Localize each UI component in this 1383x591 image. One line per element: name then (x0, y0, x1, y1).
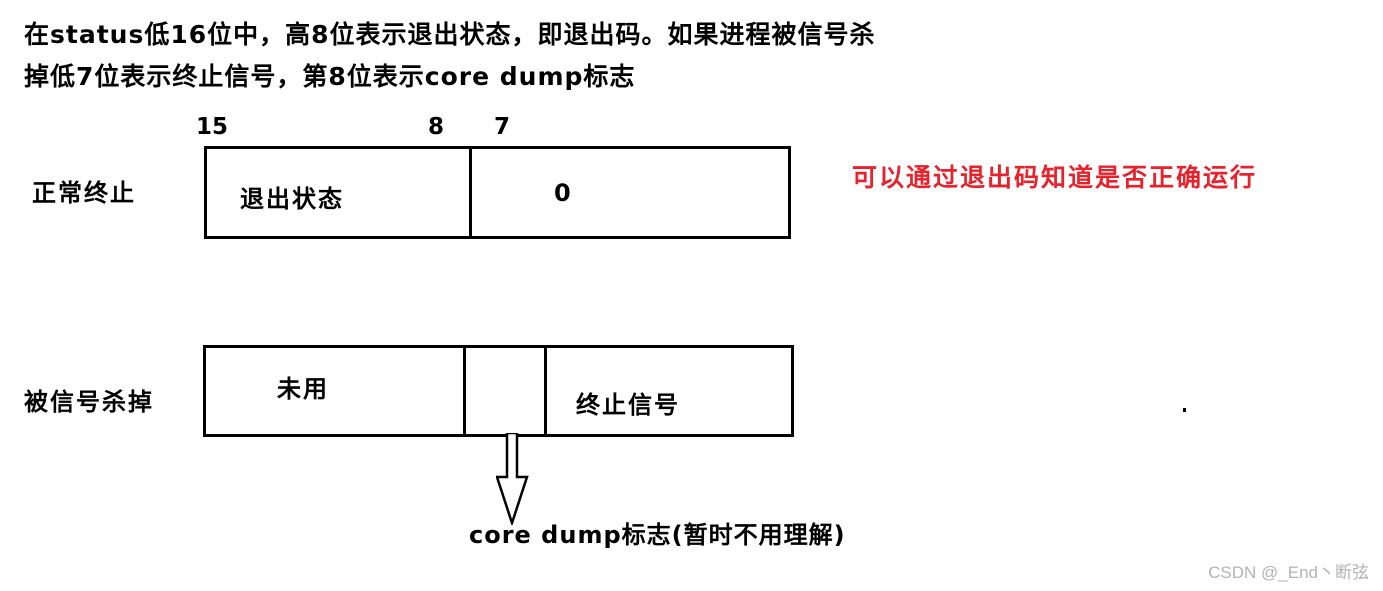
low-byte-zero-field: 0 (554, 179, 573, 207)
stray-dot (1183, 408, 1186, 412)
bit-label-8: 8 (428, 114, 445, 140)
bit-label-7: 7 (494, 114, 511, 140)
row-label-signal-kill: 被信号杀掉 (24, 388, 154, 416)
termination-signal-field: 终止信号 (576, 391, 680, 419)
byte-divider (463, 347, 466, 435)
exit-status-field: 退出状态 (240, 185, 344, 213)
bit-label-15: 15 (196, 114, 229, 140)
intro-text-line-1: 在status低16位中，高8位表示退出状态，即退出码。如果进程被信号杀 (24, 20, 876, 49)
core-dump-caption: core dump标志(暂时不用理解) (469, 521, 846, 549)
status-box-normal-exit: 退出状态 0 (204, 146, 791, 239)
core-bit-divider (544, 347, 547, 435)
byte-divider (469, 148, 472, 237)
row-label-normal-exit: 正常终止 (32, 179, 136, 207)
exit-code-note: 可以通过退出码知道是否正确运行 (852, 163, 1258, 192)
watermark: CSDN @_End丶断弦 (1208, 563, 1369, 582)
unused-field: 未用 (277, 375, 329, 403)
core-dump-arrow-icon (496, 433, 529, 525)
intro-text-line-2: 掉低7位表示终止信号，第8位表示core dump标志 (24, 62, 636, 91)
status-box-signal-kill: 未用 终止信号 (203, 345, 794, 437)
